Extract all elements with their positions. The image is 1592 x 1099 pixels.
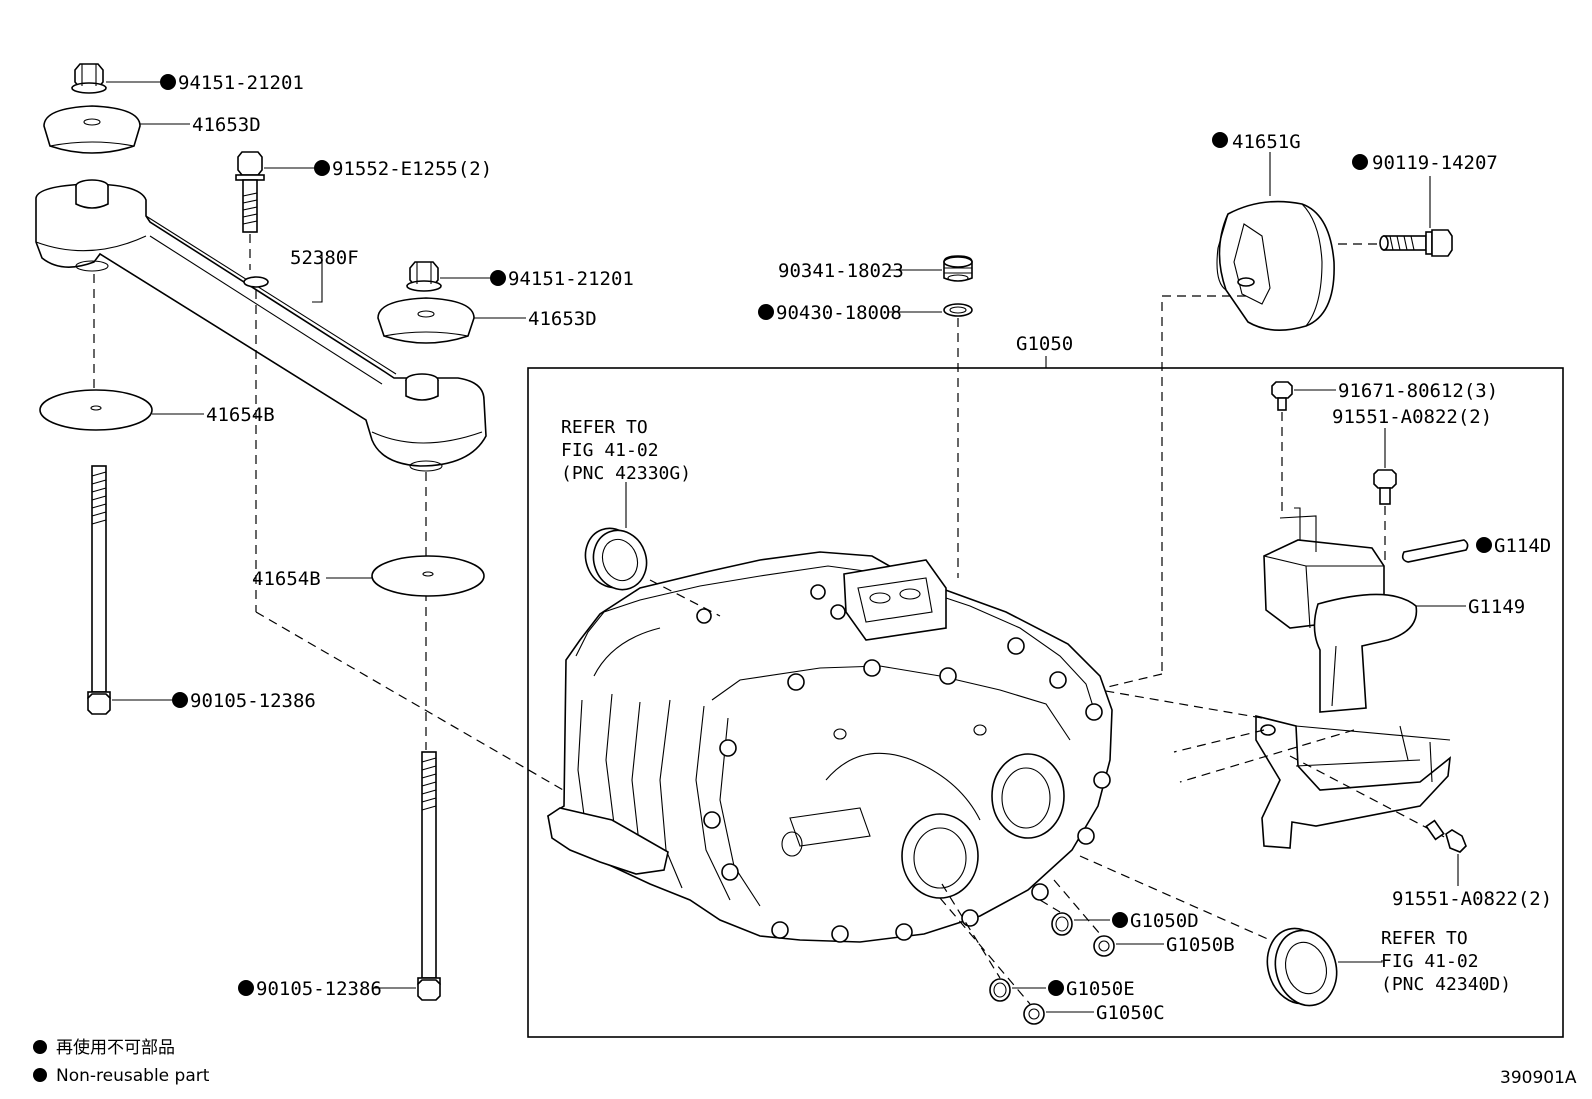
callout-94151-21201-mid[interactable]: 94151-21201 (508, 268, 634, 290)
plug-g1050b (1093, 935, 1115, 957)
callout-g1050c[interactable]: G1050C (1096, 1002, 1165, 1024)
callout-90430-18008[interactable]: 90430-18008 (776, 302, 902, 324)
callout-91551-a0822-top[interactable]: 91551-A0822(2) (1332, 406, 1492, 428)
nut-94151-mid (406, 261, 442, 292)
callout-g1050d[interactable]: G1050D (1130, 910, 1199, 932)
refer-left-line1: REFER TO (561, 417, 648, 438)
plug-90341 (943, 255, 973, 282)
callout-90105-12386-left[interactable]: 90105-12386 (190, 690, 316, 712)
gasket-90430 (943, 303, 973, 317)
legend-line2: Non-reusable part (56, 1066, 210, 1086)
callout-g1149[interactable]: G1149 (1468, 596, 1525, 618)
disc-41654b-left (39, 389, 153, 431)
disc-41654b-mid (371, 555, 485, 597)
oil-seal-left (584, 527, 648, 591)
washer-41653d-mid (377, 297, 475, 344)
plug-g1050c (1023, 1003, 1045, 1025)
refer-right-line2[interactable]: FIG 41-02 (1381, 951, 1479, 972)
callout-91671-80612[interactable]: 91671-80612(3) (1338, 380, 1498, 402)
seal-g1050d (1051, 912, 1073, 936)
seal-g1050e (989, 978, 1011, 1002)
bolt-91552 (235, 151, 265, 233)
callout-91552-e1255[interactable]: 91552-E1255(2) (332, 158, 492, 180)
callout-41654b-left[interactable]: 41654B (206, 404, 275, 426)
callout-94151-21201-top[interactable]: 94151-21201 (178, 72, 304, 94)
callout-91551-a0822-bottom[interactable]: 91551-A0822(2) (1392, 888, 1552, 910)
bolt-91671 (1271, 381, 1293, 411)
callout-90105-12386-bottom[interactable]: 90105-12386 (256, 978, 382, 1000)
callout-g1050b[interactable]: G1050B (1166, 934, 1235, 956)
legend-line1: 再使用不可部品 (56, 1037, 175, 1058)
washer-41653d-top (43, 105, 141, 154)
stud-bolt-90105-left (87, 465, 111, 715)
oil-seal-right (1266, 927, 1338, 1007)
callout-g114d[interactable]: G114D (1494, 535, 1551, 557)
callout-41651g[interactable]: 41651G (1232, 131, 1301, 153)
refer-left-line2[interactable]: FIG 41-02 (561, 440, 659, 461)
bolt-91551-bottom (1425, 819, 1467, 853)
callout-52380f[interactable]: 52380F (290, 247, 359, 269)
bolt-91551-top (1373, 469, 1397, 505)
bracket-g1149 (1255, 507, 1452, 849)
callout-g1050[interactable]: G1050 (1016, 333, 1073, 355)
callout-90119-14207[interactable]: 90119-14207 (1372, 152, 1498, 174)
callout-90341-18023[interactable]: 90341-18023 (778, 260, 904, 282)
clip-g114d (1401, 539, 1469, 563)
callout-41653d-top[interactable]: 41653D (192, 114, 261, 136)
callout-g1050e[interactable]: G1050E (1066, 978, 1135, 1000)
mount-bar-52380f (35, 179, 487, 472)
transaxle-housing (547, 551, 1113, 943)
figure-id: 390901A (1500, 1068, 1577, 1088)
refer-right-line1: REFER TO (1381, 928, 1468, 949)
callout-41653d-mid[interactable]: 41653D (528, 308, 597, 330)
refer-right-line3[interactable]: (PNC 42340D) (1381, 974, 1511, 995)
refer-left-line3[interactable]: (PNC 42330G) (561, 463, 691, 484)
damper-41651g (1216, 200, 1335, 331)
callout-41654b-mid[interactable]: 41654B (252, 568, 321, 590)
stud-bolt-90105-bottom (417, 751, 441, 1001)
nut-94151-top (71, 63, 107, 94)
bolt-90119 (1379, 229, 1453, 257)
